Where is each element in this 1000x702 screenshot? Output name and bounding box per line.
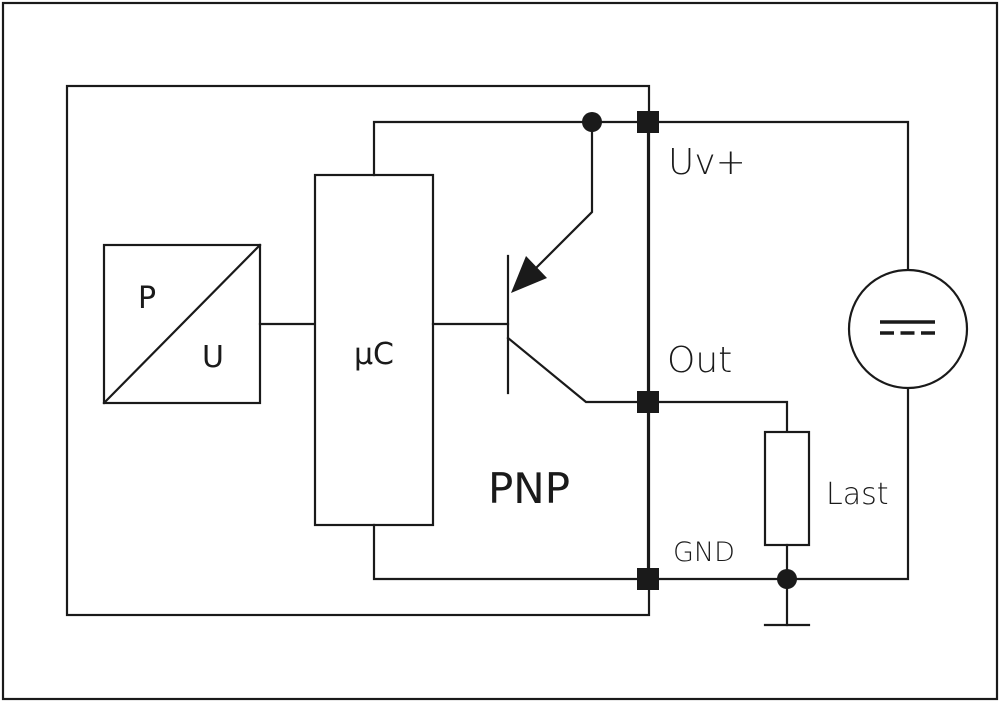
pressure-transducer: P U xyxy=(102,243,262,405)
transistor-emitter xyxy=(534,120,594,270)
wire-ground-to-source xyxy=(646,386,910,581)
wire-supply-to-source xyxy=(646,120,910,272)
emitter-junction-dot xyxy=(582,112,602,132)
transducer-diagonal xyxy=(102,243,262,405)
wire-output-to-load xyxy=(646,400,789,434)
terminal-ground xyxy=(637,568,659,590)
transducer-label-p: P xyxy=(138,281,156,316)
dc-source-circle xyxy=(847,268,969,390)
transducer-label-u: U xyxy=(202,340,224,375)
wire-uc-ground xyxy=(372,523,650,581)
emitter-arrow-icon xyxy=(511,256,547,293)
pnp-transistor xyxy=(431,112,650,404)
label-load: Last xyxy=(826,477,889,512)
load-resistor: Last xyxy=(646,400,889,581)
load-resistor-body xyxy=(763,430,811,547)
microcontroller: μC xyxy=(313,173,435,527)
label-ground: GND xyxy=(673,537,735,568)
terminal-supply xyxy=(637,111,659,133)
microcontroller-box xyxy=(313,173,435,527)
microcontroller-label: μC xyxy=(354,337,394,372)
label-output: Out xyxy=(667,340,732,381)
dc-voltage-source xyxy=(847,268,969,390)
label-pnp: PNP xyxy=(488,464,570,513)
label-supply: Uv+ xyxy=(668,142,746,183)
wire-uc-supply xyxy=(372,120,650,177)
transistor-collector xyxy=(506,336,650,404)
